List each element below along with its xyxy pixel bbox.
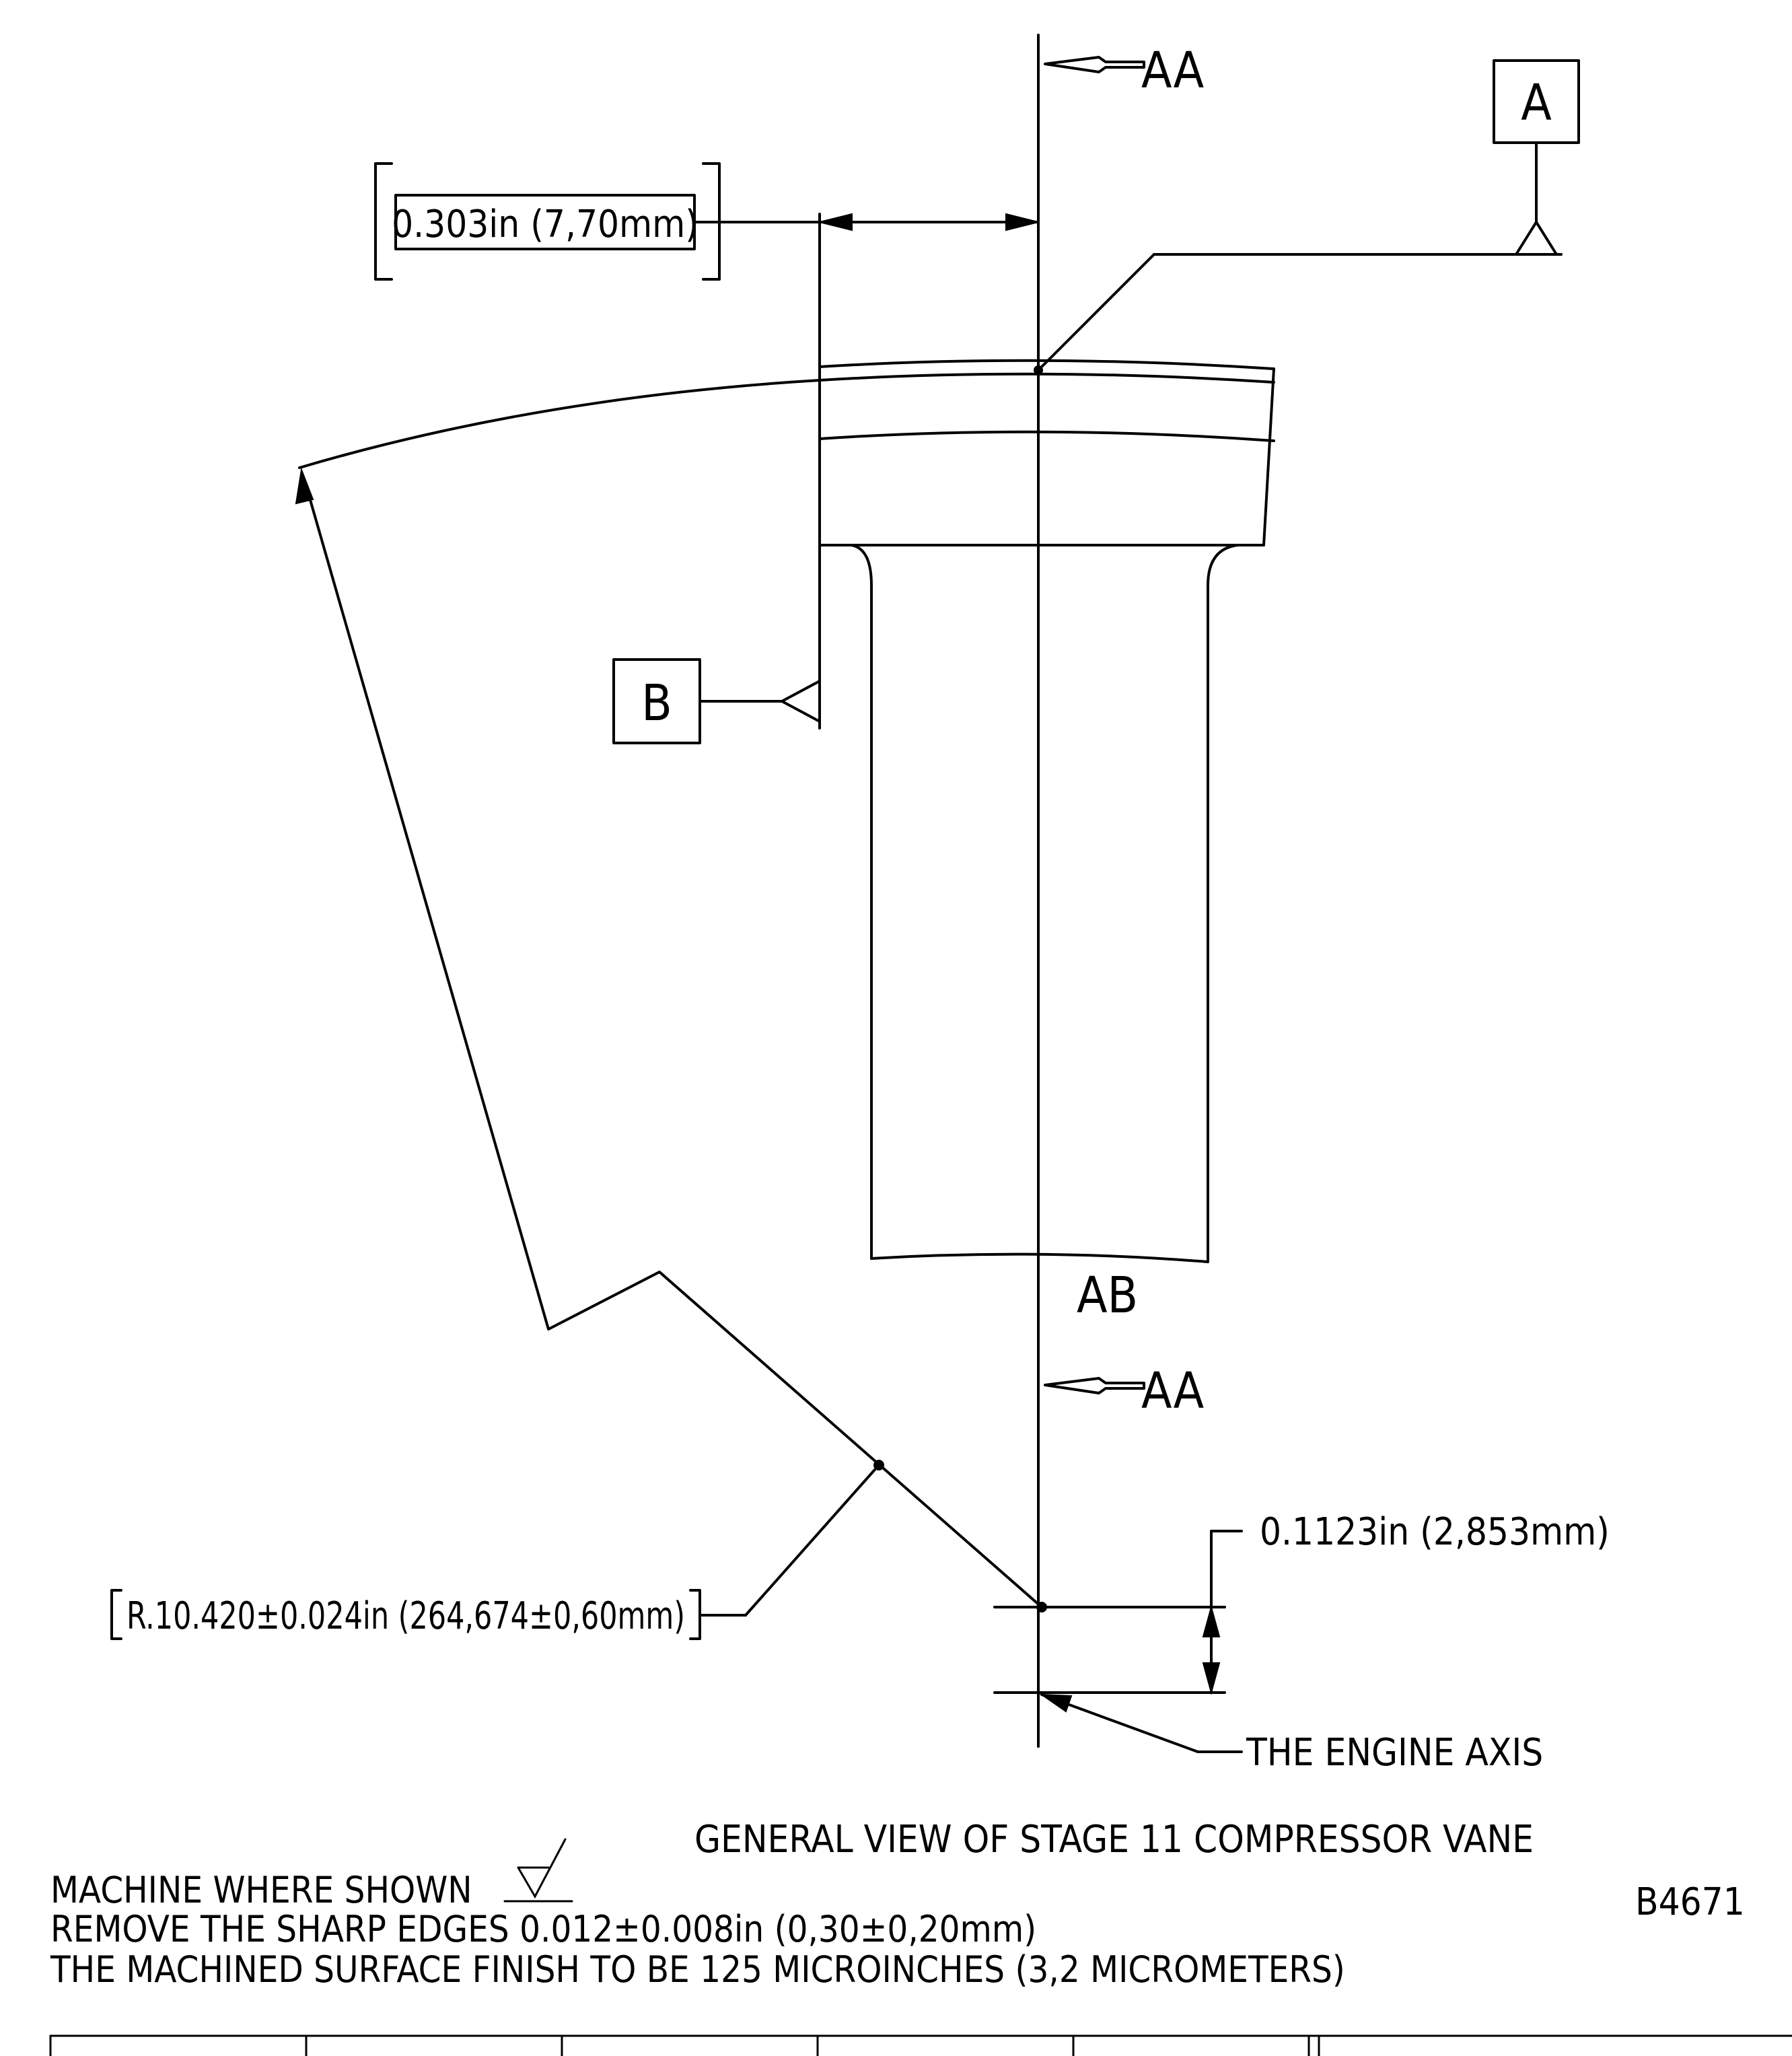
- datum-a: A: [1034, 59, 1580, 375]
- datum-a-label: A: [1521, 74, 1552, 132]
- section-label-bottom: AA: [1141, 1362, 1205, 1420]
- width-dimension-text: 0.303in (7,70mm): [392, 203, 698, 246]
- figure-id: B4671: [1635, 1880, 1745, 1924]
- datum-b-label: B: [641, 674, 672, 732]
- section-mark-bottom: AA: [1044, 1362, 1205, 1420]
- width-dimension: 0.303in (7,70mm): [374, 162, 1040, 730]
- engine-axis-callout: THE ENGINE AXIS: [1039, 1693, 1543, 1775]
- offset-dimension-text: 0.1123in (2,853mm): [1260, 1510, 1610, 1554]
- note-sharp-edges: REMOVE THE SHARP EDGES 0.012±0.008in (0,…: [50, 1908, 1036, 1950]
- section-label-top: AA: [1141, 42, 1205, 100]
- section-label-ab: AB: [1077, 1267, 1138, 1324]
- radius-leader: [295, 467, 1047, 1617]
- vane-airfoil: [850, 544, 1240, 1263]
- radius-dimension-text: R.10.420±0.024in (264,674±0,60mm): [127, 1594, 685, 1638]
- offset-dimension: 0.1123in (2,853mm): [993, 1510, 1610, 1695]
- radius-arc: [298, 379, 821, 469]
- radius-dimension: R.10.420±0.024in (264,674±0,60mm): [110, 1589, 701, 1640]
- section-mark-top: AA: [1044, 42, 1205, 100]
- datum-b: B: [612, 658, 821, 744]
- engine-axis-label: THE ENGINE AXIS: [1246, 1731, 1543, 1775]
- note-surface-finish: THE MACHINED SURFACE FINISH TO BE 125 MI…: [50, 1948, 1345, 1991]
- vane-platform: [818, 359, 1275, 546]
- title-block-border: [49, 2034, 1792, 2056]
- machining-surface-symbol-icon: [503, 1838, 573, 1903]
- note-machine: MACHINE WHERE SHOWN: [50, 1869, 472, 1911]
- drawing-title: GENERAL VIEW OF STAGE 11 COMPRESSOR VANE: [694, 1818, 1534, 1862]
